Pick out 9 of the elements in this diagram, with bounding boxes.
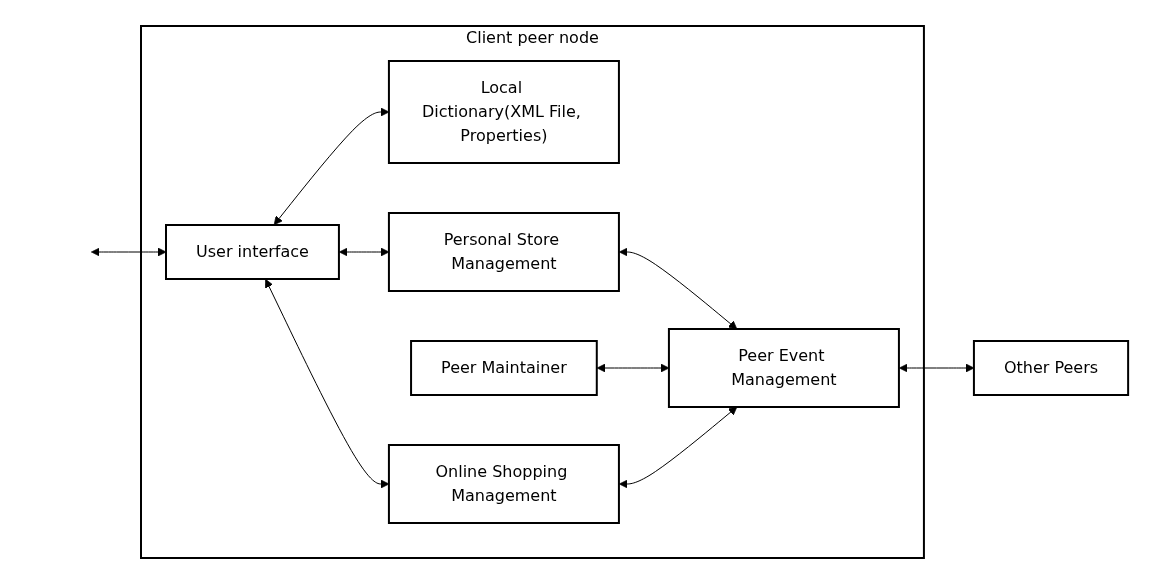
arrow	[618, 247, 738, 329]
node-box: Personal Store Management	[387, 211, 620, 292]
node-box: Peer Maintainer	[410, 339, 598, 396]
node-box: Local Dictionary(XML File, Properties)	[387, 59, 620, 164]
arrow	[618, 406, 738, 488]
node-box: Other Peers	[972, 339, 1130, 396]
node-box: User interface	[164, 223, 340, 280]
node-box: Peer Event Management	[667, 327, 900, 408]
node-box: Online Shopping Management	[387, 443, 620, 524]
